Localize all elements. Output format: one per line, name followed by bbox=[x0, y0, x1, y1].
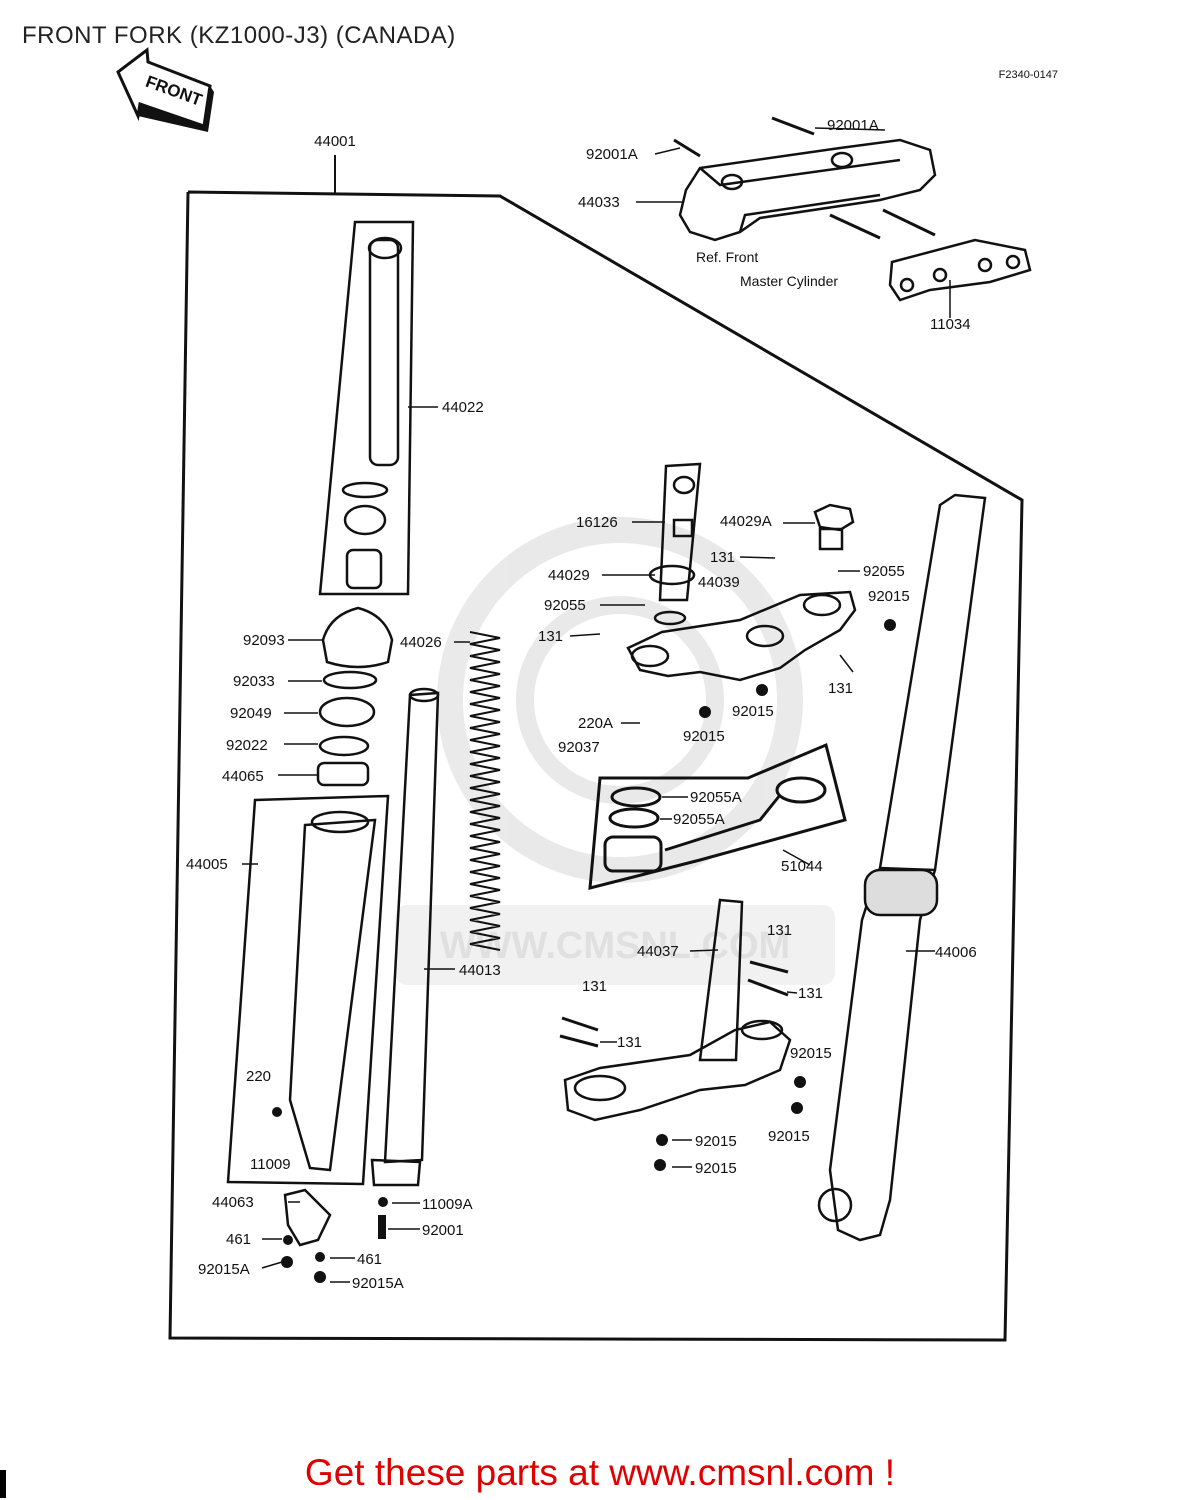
label-92055-a: 92055 bbox=[863, 563, 905, 580]
footer-link[interactable]: Get these parts at www.cmsnl.com ! bbox=[304, 1452, 896, 1493]
label-44022: 44022 bbox=[442, 399, 484, 416]
label-92033: 92033 bbox=[233, 673, 275, 690]
label-92015A-b: 92015A bbox=[352, 1275, 404, 1292]
label-44033: 44033 bbox=[578, 194, 620, 211]
label-92093: 92093 bbox=[243, 632, 285, 649]
label-131-a: 131 bbox=[710, 549, 735, 566]
small-fasteners bbox=[272, 619, 896, 1283]
label-92015-c: 92015 bbox=[683, 728, 725, 745]
label-44005: 44005 bbox=[186, 856, 228, 873]
label-92001A-top: 92001A bbox=[827, 117, 879, 134]
diagram-code: F2340-0147 bbox=[999, 69, 1058, 81]
fork-spring bbox=[469, 631, 501, 951]
label-131-e: 131 bbox=[798, 985, 823, 1002]
fork-cap-bolt bbox=[813, 503, 855, 551]
label-44006: 44006 bbox=[935, 944, 977, 961]
label-220: 220 bbox=[246, 1068, 271, 1085]
label-92015-a: 92015 bbox=[868, 588, 910, 605]
label-131-c: 131 bbox=[828, 680, 853, 697]
bolts-lower bbox=[559, 960, 789, 1048]
watermark-text: WWW.CMSNL.COM bbox=[440, 925, 790, 967]
fork-cover-group bbox=[588, 742, 847, 890]
label-44029: 44029 bbox=[548, 567, 590, 584]
note-line2: Master Cylinder bbox=[740, 273, 838, 289]
front-arrow-icon: FRONT bbox=[116, 47, 214, 132]
label-44065: 44065 bbox=[222, 768, 264, 785]
label-92015A-a: 92015A bbox=[198, 1261, 250, 1278]
label-461-b: 461 bbox=[357, 1251, 382, 1268]
label-11034: 11034 bbox=[930, 316, 971, 333]
right-fork-leg bbox=[817, 493, 987, 1242]
label-131-g: 131 bbox=[617, 1034, 642, 1051]
assembly-boundary bbox=[168, 155, 1024, 1342]
label-44026: 44026 bbox=[400, 634, 442, 651]
edge-mark bbox=[0, 1470, 6, 1498]
label-11009: 11009 bbox=[250, 1156, 291, 1173]
label-92049: 92049 bbox=[230, 705, 272, 722]
label-131-d: 131 bbox=[767, 922, 792, 939]
left-parts-column bbox=[226, 220, 440, 1247]
part-labels: 44001 92001A 92001A 44033 Ref. Front Mas… bbox=[186, 117, 977, 1292]
label-131-b: 131 bbox=[538, 628, 563, 645]
label-16126: 16126 bbox=[576, 514, 618, 531]
leader-lines bbox=[242, 127, 951, 1283]
label-92015-d: 92015 bbox=[790, 1045, 832, 1062]
label-44029A: 44029A bbox=[720, 513, 772, 530]
label-92037: 92037 bbox=[558, 739, 600, 756]
label-44013: 44013 bbox=[459, 962, 501, 979]
handlebar-holder bbox=[678, 138, 937, 242]
page-title: FRONT FORK (KZ1000-J3) (CANADA) bbox=[22, 22, 456, 49]
label-220A: 220A bbox=[578, 715, 613, 732]
label-11009A: 11009A bbox=[422, 1196, 473, 1213]
label-51044: 51044 bbox=[781, 858, 823, 875]
label-92015-g: 92015 bbox=[695, 1160, 737, 1177]
steering-stem bbox=[563, 898, 792, 1122]
label-92022: 92022 bbox=[226, 737, 268, 754]
label-92001A-left: 92001A bbox=[586, 146, 638, 163]
label-131-f: 131 bbox=[582, 978, 607, 995]
label-461-a: 461 bbox=[226, 1231, 251, 1248]
label-92055-b: 92055 bbox=[544, 597, 586, 614]
label-92001: 92001 bbox=[422, 1222, 464, 1239]
upper-triple-clamp bbox=[626, 590, 857, 682]
label-44039: 44039 bbox=[698, 574, 740, 591]
label-44037: 44037 bbox=[637, 943, 679, 960]
watermark: WWW.CMSNL.COM bbox=[395, 517, 835, 985]
label-92055A-a: 92055A bbox=[690, 789, 742, 806]
label-44063: 44063 bbox=[212, 1194, 254, 1211]
bolts-top bbox=[673, 116, 936, 240]
label-92015-f: 92015 bbox=[695, 1133, 737, 1150]
note-line1: Ref. Front bbox=[696, 249, 758, 265]
label-92055A-b: 92055A bbox=[673, 811, 725, 828]
label-44001: 44001 bbox=[314, 133, 356, 150]
label-92015-b: 92015 bbox=[732, 703, 774, 720]
handlebar-clamp bbox=[888, 238, 1032, 302]
label-92015-e: 92015 bbox=[768, 1128, 810, 1145]
